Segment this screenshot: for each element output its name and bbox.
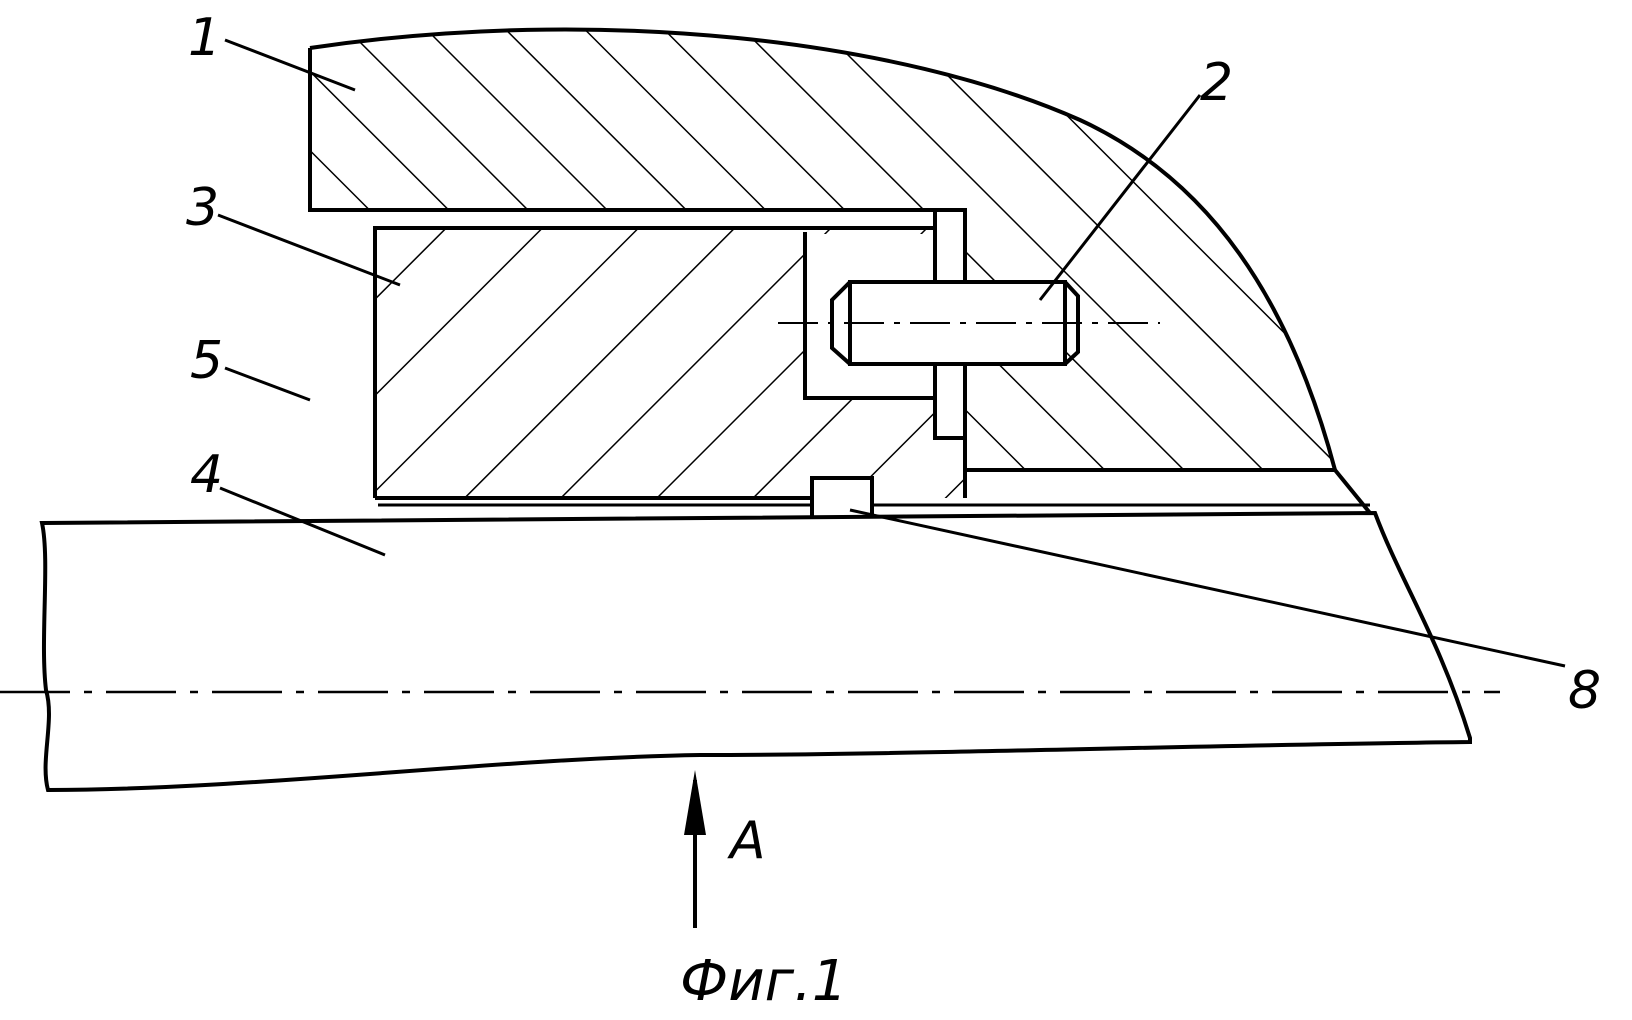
pin-part-2 [778,280,1160,366]
view-label: А [727,811,766,871]
leader-3 [217,213,401,287]
callout-2: 2 [1200,53,1233,113]
figure-caption: Фиг.1 [680,949,847,1014]
leader-lines [217,38,1566,668]
callout-4: 4 [190,445,223,505]
callout-1: 1 [188,8,221,68]
callout-8: 8 [1568,661,1601,721]
leader-5 [224,366,311,402]
leader-1 [224,38,356,92]
view-arrow [684,770,706,928]
ring-part-3 [373,210,1370,518]
callout-3: 3 [186,178,219,238]
key-part-8 [810,476,874,520]
shaft-part-4 [0,468,1500,793]
callout-5: 5 [190,331,223,391]
leader-8 [849,508,1566,668]
leader-4 [219,486,386,557]
leader-2 [1038,94,1202,301]
